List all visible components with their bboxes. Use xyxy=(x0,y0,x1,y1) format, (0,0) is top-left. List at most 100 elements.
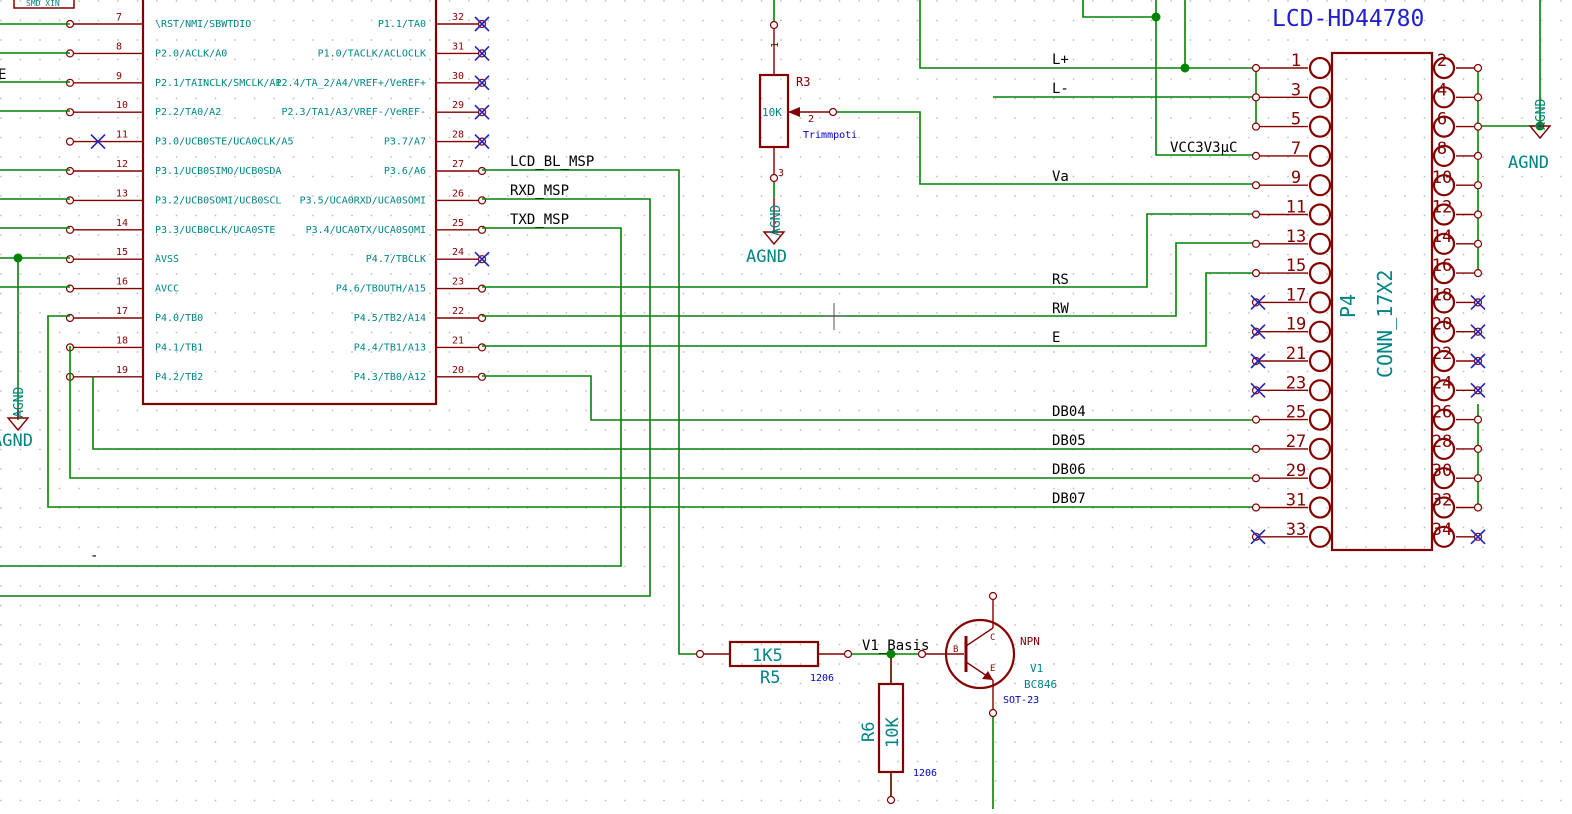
mcu-pin-number: 8 xyxy=(116,41,122,52)
mcu-pin-number: 7 xyxy=(116,12,122,23)
connector-pin-number: 23 xyxy=(1286,373,1306,393)
connector-pin-odd[interactable]: 17 xyxy=(1251,285,1332,314)
connector-pin-even[interactable]: 8 xyxy=(1432,139,1483,167)
connector-p4-body[interactable] xyxy=(1330,51,1434,552)
connector-pin-number: 13 xyxy=(1286,227,1306,247)
net-label-rs[interactable]: RS xyxy=(1052,272,1069,288)
connector-pin-even[interactable]: 14 xyxy=(1432,227,1483,255)
mcu-pin-number: 19 xyxy=(116,365,128,376)
connector-pin-even[interactable]: 22 xyxy=(1432,344,1483,373)
connector-pin-odd[interactable]: 7 xyxy=(1251,139,1332,167)
agnd-symbol-left[interactable]: AGND AGND xyxy=(0,387,33,451)
v1-value: BC846 xyxy=(1024,678,1057,691)
mcu-body[interactable] xyxy=(141,0,438,406)
connector-pin-number: 18 xyxy=(1432,285,1452,305)
agnd-symbol-right[interactable]: AGND AGND xyxy=(1508,99,1552,173)
mcu-pin-name: P2.4/TA_2/A4/VREF+/VeREF+ xyxy=(275,78,426,89)
net-label-db04[interactable]: DB04 xyxy=(1052,404,1086,420)
connector-pin-odd[interactable]: 11 xyxy=(1251,198,1332,226)
connector-pin-odd[interactable]: 19 xyxy=(1251,315,1332,343)
connector-pin-even[interactable]: 32 xyxy=(1432,491,1483,519)
mcu-pin-number: 20 xyxy=(452,365,464,376)
connector-pin-even[interactable]: 30 xyxy=(1432,461,1483,490)
connector-pin-odd[interactable]: 33 xyxy=(1251,520,1332,548)
connector-pin-odd[interactable]: 29 xyxy=(1251,461,1332,490)
mcu-pin-name: P2.3/TA1/A3/VREF-/VeREF- xyxy=(282,107,427,118)
connector-pin-number: 7 xyxy=(1291,139,1301,159)
net-label-rxd[interactable]: RXD_MSP xyxy=(510,183,569,199)
r6-value: 10K xyxy=(883,717,903,748)
mcu-pin-name: P4.5/TB2/A14 xyxy=(354,313,426,324)
junction-dot xyxy=(1151,12,1161,22)
connector-pin-odd[interactable]: 23 xyxy=(1251,373,1332,402)
connector-pin-odd[interactable]: 3 xyxy=(1251,80,1332,109)
connector-pin-number: 24 xyxy=(1432,373,1452,393)
connector-pin-odd[interactable]: 15 xyxy=(1251,256,1332,285)
mcu-pin-number: 24 xyxy=(452,247,464,258)
connector-pin-even[interactable]: 10 xyxy=(1432,168,1483,197)
resistor-r5[interactable]: 1K5 R5 1206 xyxy=(695,640,853,688)
net-label-lplus[interactable]: L+ xyxy=(1052,52,1069,68)
connector-pin-number: 16 xyxy=(1432,256,1452,276)
connector-pin-even[interactable]: 6 xyxy=(1432,110,1483,138)
connector-pin-odd[interactable]: 31 xyxy=(1251,491,1332,519)
connector-pin-number: 15 xyxy=(1286,256,1306,276)
agnd-symbol-trimmpot[interactable]: AGND AGND xyxy=(746,198,787,267)
connector-ref: P4 xyxy=(1336,294,1360,318)
net-label-rw[interactable]: RW xyxy=(1052,301,1069,317)
connector-pin-even[interactable]: 2 xyxy=(1432,51,1483,80)
net-label-e[interactable]: E xyxy=(1052,330,1060,346)
transistor-v1[interactable]: B C E NPN V1 BC846 SOT-23 xyxy=(917,591,1058,718)
trimmpot-r3[interactable]: R3 10K Trimmpoti 1 2 3 xyxy=(758,20,857,183)
mcu-pin-number: 25 xyxy=(452,218,464,229)
connector-pin-number: 26 xyxy=(1432,403,1452,423)
resistor-r6[interactable]: 10K R6 1206 xyxy=(859,658,937,805)
connector-pin-odd[interactable]: 27 xyxy=(1251,432,1332,460)
net-label-db06[interactable]: DB06 xyxy=(1052,462,1086,478)
v1-pin-c: C xyxy=(990,633,995,643)
no-connect-icon xyxy=(474,45,490,61)
connector-pin-even[interactable]: 12 xyxy=(1432,198,1483,226)
connector-pin-odd[interactable]: 13 xyxy=(1251,227,1332,255)
connector-pin-even[interactable]: 4 xyxy=(1432,80,1483,109)
connector-pin-number: 31 xyxy=(1286,491,1306,511)
net-label-v1-basis[interactable]: V1_Basis xyxy=(862,638,929,654)
net-label-lminus[interactable]: L- xyxy=(1052,81,1069,97)
connector-pin-odd[interactable]: 25 xyxy=(1251,403,1332,431)
net-label-vcc[interactable]: VCC3V3µC xyxy=(1170,140,1237,156)
connector-pin-even[interactable]: 16 xyxy=(1432,256,1483,285)
net-label-db05[interactable]: DB05 xyxy=(1052,433,1086,449)
connector-pin-odd[interactable]: 21 xyxy=(1251,344,1332,373)
mcu-pin-number: 32 xyxy=(452,12,464,23)
connector-pin-even[interactable]: 26 xyxy=(1432,403,1483,431)
mcu-pin-name: P1.0/TACLK/ACLOCLK xyxy=(318,48,426,59)
mcu-pin-name: P4.4/TB1/A13 xyxy=(354,342,426,353)
no-connect-icon xyxy=(474,16,490,32)
no-connect-icon xyxy=(1250,294,1266,310)
connector-pin-even[interactable]: 18 xyxy=(1432,285,1483,314)
mcu-pin-number: 27 xyxy=(452,159,464,170)
connector-pin-even[interactable]: 28 xyxy=(1432,432,1483,460)
connector-pin-number: 10 xyxy=(1432,168,1452,188)
mcu-pin-number: 22 xyxy=(452,306,464,317)
mcu-pin[interactable]: 9P2.1/TAINCLK/SMCLK/A1 xyxy=(65,71,282,89)
no-connect-icon xyxy=(474,134,490,150)
net-label-txd[interactable]: TXD_MSP xyxy=(510,212,569,228)
connector-pin-odd[interactable]: 5 xyxy=(1251,110,1332,138)
r6-ref: R6 xyxy=(859,722,879,742)
net-label-va[interactable]: Va xyxy=(1052,169,1069,185)
net-label-lcd-bl[interactable]: LCD_BL_MSP xyxy=(510,154,594,170)
connector-pin-odd[interactable]: 1 xyxy=(1251,51,1332,80)
connector-pin-odd[interactable]: 9 xyxy=(1251,168,1332,197)
r3-ref: R3 xyxy=(796,75,810,89)
net-label-db07[interactable]: DB07 xyxy=(1052,491,1086,507)
